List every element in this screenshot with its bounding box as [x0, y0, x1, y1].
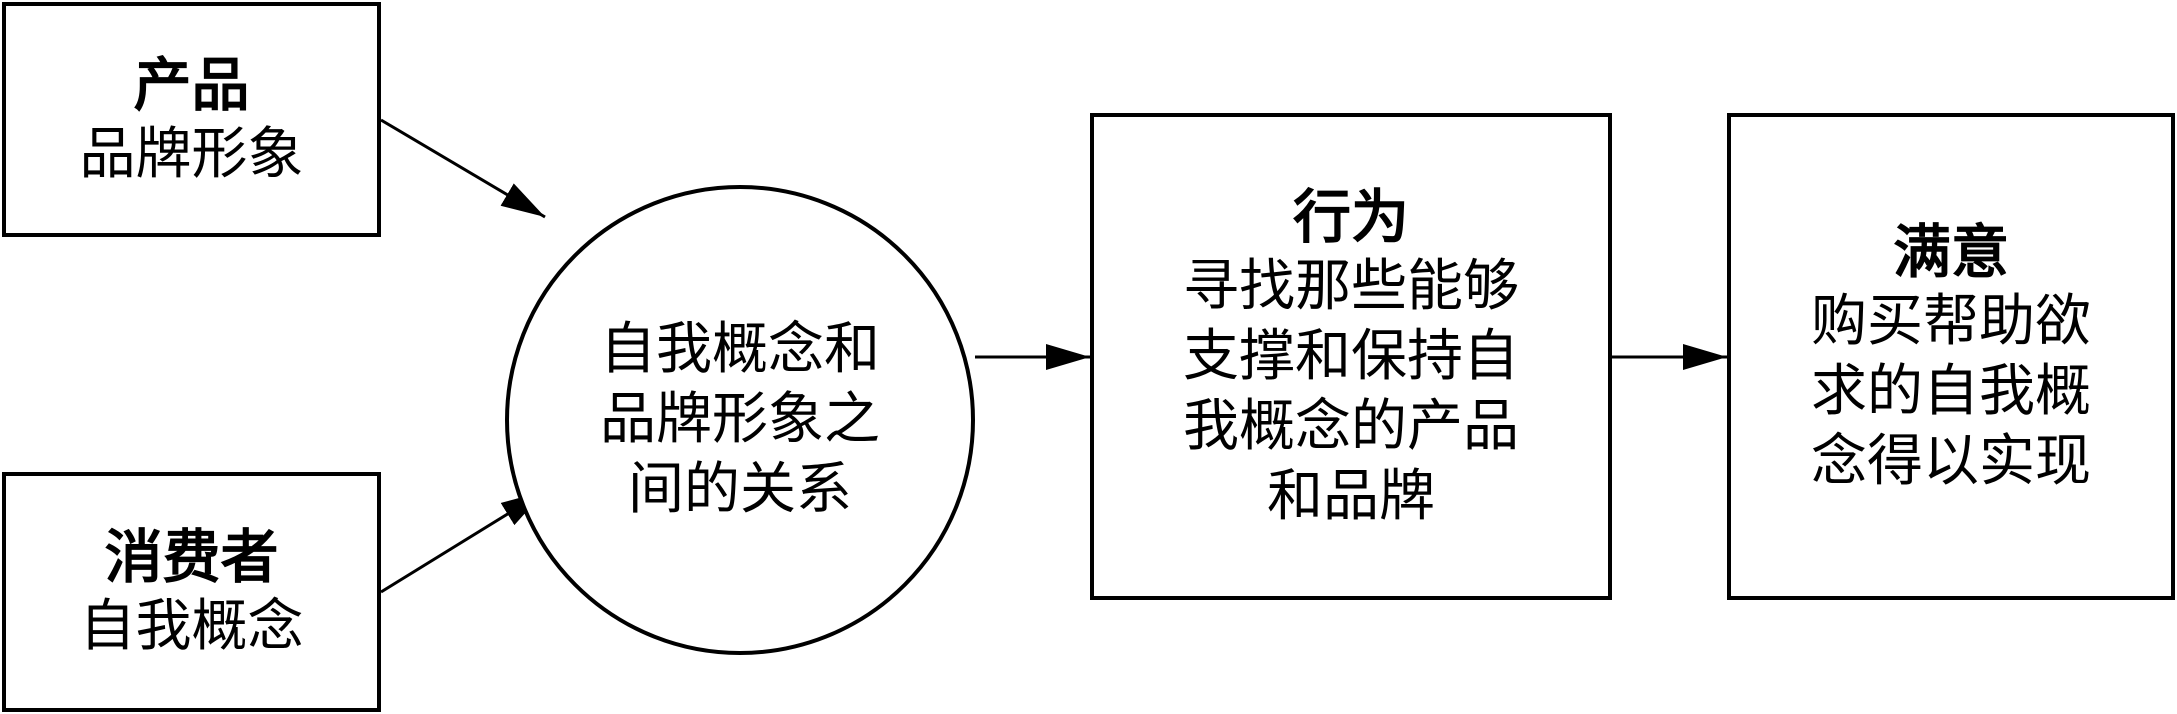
consumer-title: 消费者 — [104, 523, 279, 591]
arrow-product-to-relation — [380, 118, 546, 219]
behavior-line: 和品牌 — [1267, 463, 1435, 529]
relation-line: 间的关系 — [628, 457, 852, 522]
behavior-box: 行为 寻找那些能够 支撑和保持自 我概念的产品 和品牌 — [1090, 113, 1612, 600]
consumer-self-concept-box: 消费者 自我概念 — [2, 472, 381, 712]
satisfaction-line: 念得以实现 — [1811, 428, 2091, 494]
relation-line: 自我概念和 — [600, 317, 880, 382]
satisfaction-line: 购买帮助欲 — [1811, 288, 2091, 354]
arrow-consumer-to-relation — [380, 489, 546, 594]
product-body: 品牌形象 — [79, 121, 304, 187]
behavior-line: 支撑和保持自 — [1183, 323, 1519, 389]
behavior-title: 行为 — [1292, 182, 1409, 251]
satisfaction-box: 满意 购买帮助欲 求的自我概 念得以实现 — [1727, 113, 2175, 600]
product-title: 产品 — [133, 50, 250, 119]
relation-line: 品牌形象之 — [600, 387, 880, 452]
product-brand-image-box: 产品 品牌形象 — [2, 2, 381, 237]
satisfaction-line: 求的自我概 — [1811, 358, 2091, 424]
relation-circle: 自我概念和 品牌形象之 间的关系 — [505, 185, 975, 655]
behavior-line: 寻找那些能够 — [1183, 253, 1519, 319]
satisfaction-title: 满意 — [1892, 217, 2009, 286]
consumer-body: 自我概念 — [79, 594, 304, 659]
behavior-line: 我概念的产品 — [1183, 393, 1519, 459]
